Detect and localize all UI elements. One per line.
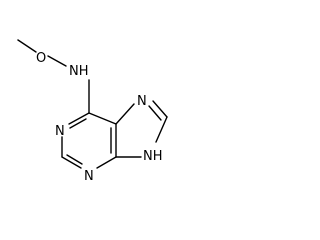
- bond-n7-c8-double: [148, 105, 162, 121]
- bond-c8-n9: [155, 116, 168, 143]
- bond-methyl-o: [17, 39, 37, 53]
- bond-c6-n1-double: [69, 118, 87, 129]
- bond-c5-n7: [115, 103, 135, 125]
- bond-n7-c8: [152, 100, 168, 118]
- bond-c2-n3-double: [66, 154, 83, 165]
- bond-c5-c6: [88, 112, 117, 125]
- atom-label-o: O: [36, 51, 46, 66]
- bond-c2-n3: [61, 156, 82, 169]
- atom-label-n7: N: [137, 94, 147, 109]
- atom-label-nh-ring: NH: [143, 149, 163, 164]
- bond-c6-n1: [68, 112, 90, 125]
- bond-o-nh: [47, 55, 67, 67]
- atom-label-n1: N: [55, 124, 65, 139]
- bond-n3-c4: [96, 156, 117, 169]
- atom-label-nh-amine: NH: [69, 64, 89, 79]
- molecule-structure: O NH N N N NH: [17, 39, 168, 184]
- atom-label-n3: N: [84, 169, 94, 184]
